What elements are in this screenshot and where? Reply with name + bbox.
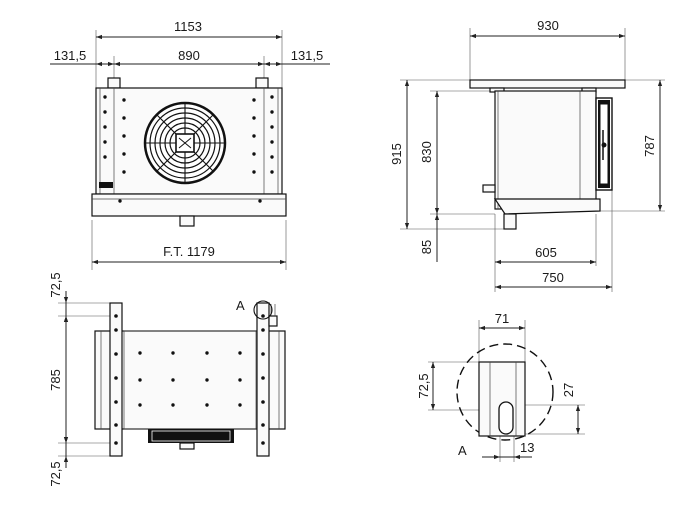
dim-total-height: 915 <box>389 143 404 165</box>
dim-side-left: 131,5 <box>54 48 87 63</box>
dim-drain-height: 85 <box>419 240 434 254</box>
detail-a-label: A <box>458 443 467 458</box>
fan-side-icon <box>595 97 613 191</box>
dim-slot-offset: 27 <box>561 383 576 397</box>
mount-tab-right <box>255 77 269 89</box>
fan-housing <box>148 429 234 443</box>
fan-guard-icon <box>143 101 227 185</box>
fan-motor-stub <box>179 442 195 450</box>
dim-center-span: 890 <box>178 48 200 63</box>
top-view: A 72,5 785 72,5 <box>48 272 286 487</box>
side-view: 930 915 830 787 85 <box>389 18 665 292</box>
dim-detail-height: 72,5 <box>416 373 431 398</box>
mount-tab-left <box>107 77 121 89</box>
drain-outlet <box>179 215 195 227</box>
dim-body-height: 830 <box>419 141 434 163</box>
detail-a-callout: A <box>236 298 245 313</box>
dim-overall-width: 1153 <box>174 19 202 34</box>
dim-base-length: 605 <box>535 245 557 260</box>
dim-right-height: 787 <box>642 135 657 157</box>
drip-tray <box>91 193 287 217</box>
mounting-slot <box>498 401 514 435</box>
detail-circle <box>456 343 554 441</box>
mounting-plate <box>469 79 626 89</box>
dim-bottom-offset: 72,5 <box>48 461 63 486</box>
pipe-stub-upper <box>268 315 278 327</box>
dim-top-offset: 72,5 <box>48 272 63 297</box>
detail-a-marker <box>253 300 273 320</box>
front-view: 1153 131,5 890 131,5 <box>50 19 330 270</box>
dim-bracket-spacing: 785 <box>48 369 63 391</box>
detail-a: 71 72,5 27 13 A <box>416 311 585 462</box>
side-drain <box>503 213 517 230</box>
nameplate-label <box>99 182 113 188</box>
dim-side-right: 131,5 <box>291 48 324 63</box>
dim-slot-width: 13 <box>520 440 534 455</box>
top-body <box>94 330 286 430</box>
screw-dots <box>103 95 274 174</box>
pipe-stub <box>482 184 496 193</box>
dim-detail-width: 71 <box>495 311 509 326</box>
dim-top-width: 930 <box>537 18 559 33</box>
dim-bottom-length: F.T. 1179 <box>163 244 215 259</box>
dim-overall-depth: 750 <box>542 270 564 285</box>
side-body <box>494 90 597 210</box>
side-tray <box>493 198 601 215</box>
